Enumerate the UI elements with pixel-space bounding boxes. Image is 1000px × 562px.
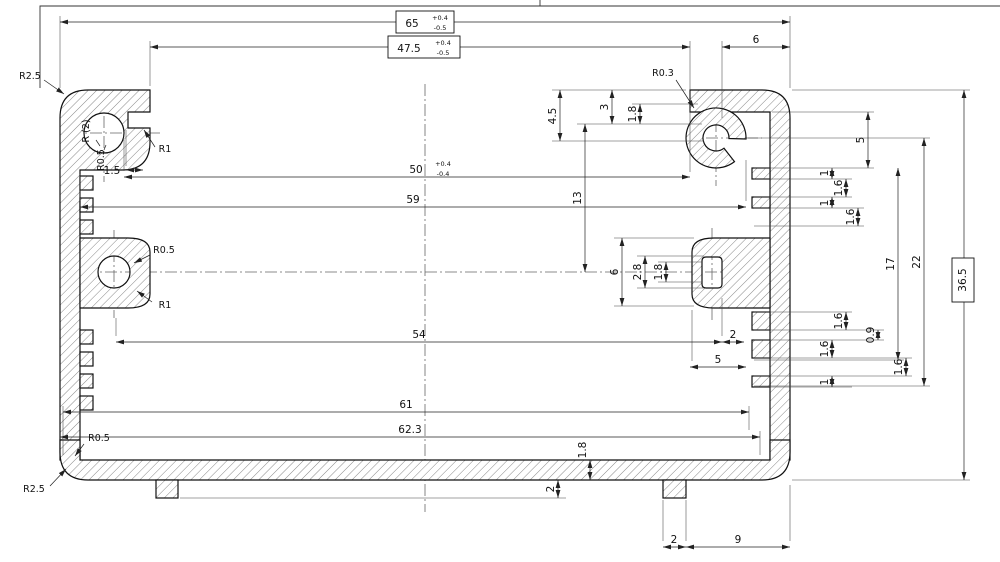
dim-top-right-gap: 6 [753, 34, 760, 46]
top-right-screw-channel [685, 107, 747, 169]
centerlines [70, 84, 782, 512]
radius-bottom-left-outer: R2.5 [23, 484, 45, 495]
radius-top-left-slot: R1 [159, 144, 172, 155]
dim-width-59: 59 [406, 194, 419, 206]
dim-depth-3: 3 [599, 104, 611, 111]
radius-top-left-hole: R (2) [81, 119, 92, 142]
dim-inner-width-50-tol-plus: +0.4 [435, 160, 451, 168]
dim-right-1-c: 1 [819, 379, 831, 386]
dim-foot-width-2: 2 [671, 534, 678, 546]
dimension-lines [60, 19, 967, 550]
dim-opening-width: 47.5 [397, 43, 420, 55]
dim-depth-13: 13 [572, 191, 584, 204]
dim-offset-5-mid: 5 [715, 354, 722, 366]
dim-opening-width-tol-minus: -0.5 [437, 49, 450, 57]
dim-right-1-a: 1 [819, 170, 831, 177]
dim-foot-offset-9: 9 [735, 534, 742, 546]
left-screw-boss [79, 237, 151, 309]
dim-depth-4-5: 4.5 [547, 108, 559, 125]
left-wall-section [59, 89, 151, 461]
dim-right-17: 17 [885, 257, 897, 270]
radius-mid-boss-hole: R1 [159, 300, 172, 311]
radius-top-left-small: R0.5 [96, 149, 107, 171]
dim-overall-width-tol-plus: +0.4 [432, 14, 448, 22]
dim-slot-width-1-8: 1.8 [653, 264, 665, 281]
dim-overall-height: 36.5 [957, 268, 969, 291]
dim-right-1-b: 1 [819, 200, 831, 207]
dim-right-1-6-b: 1.6 [845, 208, 857, 225]
right-foot [662, 479, 687, 499]
dim-boss-height-6: 6 [609, 268, 621, 275]
radius-mid-boss-small: R0.5 [153, 245, 175, 256]
left-wall-ribs [79, 175, 94, 411]
right-slot-boss [691, 237, 771, 309]
extension-lines [59, 16, 970, 541]
dim-right-1-6-a: 1.6 [833, 179, 845, 196]
dim-width-62-3: 62.3 [398, 424, 421, 436]
dim-overall-width-tol-minus: -0.5 [434, 24, 447, 32]
radius-labels: R2.5 R (2) R0.5 R1 R0.5 R1 R0.3 R0.5 R2.… [19, 68, 674, 495]
dim-offset-2-mid: 2 [730, 329, 737, 341]
profile-geometry [59, 89, 791, 499]
dim-right-1-6-d: 1.6 [819, 340, 831, 357]
dim-notch-1-5: 1.5 [104, 165, 121, 177]
radius-leaders [43, 79, 695, 487]
radius-bottom-left-inner: R0.5 [88, 433, 110, 444]
dim-right-0-9: 0.9 [865, 327, 877, 344]
dim-wall-1-8-bottom: 1.8 [577, 442, 589, 459]
dimension-labels: 65 +0.4 -0.5 47.5 +0.4 -0.5 6 50 +0.4 -0… [104, 14, 969, 546]
left-foot [155, 479, 179, 499]
dimension-boxes [387, 10, 975, 303]
dim-opening-width-tol-plus: +0.4 [435, 39, 451, 47]
dim-overall-width: 65 [405, 18, 418, 30]
radius-top-right: R0.3 [652, 68, 674, 79]
right-wall-tabs [751, 167, 771, 388]
dim-slot-height-2-8: 2.8 [632, 264, 644, 281]
dim-width-61: 61 [399, 399, 412, 411]
dim-inner-width-50-tol-minus: -0.4 [437, 170, 450, 178]
dim-inner-width-50: 50 [409, 164, 422, 176]
dim-right-22: 22 [911, 255, 923, 268]
bottom-wall-section [59, 439, 791, 481]
drawing-frame [39, 0, 1000, 88]
dim-foot-height-2: 2 [545, 486, 557, 493]
dim-thick-1-8-top: 1.8 [627, 106, 639, 123]
dim-right-1-6-c: 1.6 [833, 312, 845, 329]
dim-right-5: 5 [855, 137, 867, 144]
dim-right-1-6-e: 1.6 [893, 358, 905, 375]
dim-width-54: 54 [412, 329, 426, 341]
radius-top-left-outer: R2.5 [19, 71, 41, 82]
